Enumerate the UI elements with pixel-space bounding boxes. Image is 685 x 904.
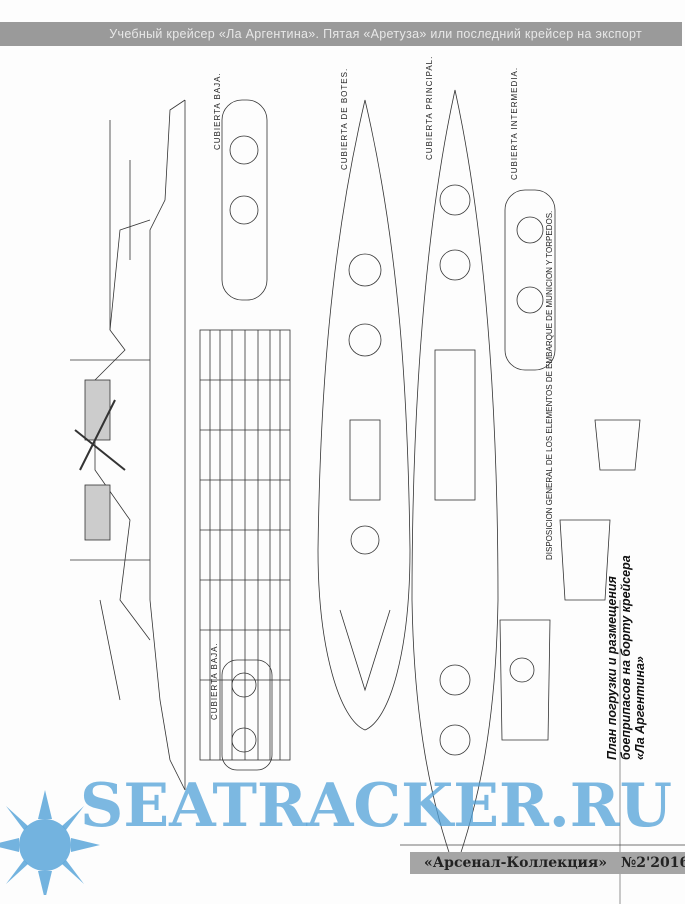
label-main-deck: CUBIERTA PRINCIPAL. — [425, 55, 434, 160]
ammunition-table — [199, 329, 291, 761]
label-boat-deck: CUBIERTA DE BOTES. — [340, 67, 349, 170]
running-header: Учебный крейсер «Ла Аргентина». Пятая «А… — [0, 22, 682, 46]
watermark: SEATRACKER.RU — [80, 771, 672, 841]
figure-caption: План погрузки и размещения боеприпасов н… — [605, 555, 647, 760]
label-lower-deck-top: CUBIERTA BAJA. — [213, 72, 222, 150]
lower-deck-plan-bottom — [221, 659, 273, 771]
page-footer: «Арсенал-Коллекция»№2'201647 — [410, 852, 685, 874]
boat-deck-plan — [317, 99, 411, 731]
issue-number: №2'2016 — [621, 855, 685, 871]
magazine-name: «Арсенал-Коллекция» — [424, 855, 608, 871]
label-intermediate-deck: CUBIERTA INTERMEDIA. — [510, 66, 519, 180]
label-general-arrangement: DISPOSICION GENERAL DE LOS ELEMENTOS DE … — [545, 210, 554, 560]
caption-line: «Ла Аргентина» — [633, 656, 647, 760]
caption-line: План погрузки и размещения — [605, 576, 619, 760]
side-elevation-drawing — [70, 99, 186, 791]
label-lower-deck-bottom: CUBIERTA BAJA. — [210, 642, 219, 720]
sun-logo-icon — [0, 790, 100, 895]
intermediate-deck-plan — [504, 189, 556, 371]
lower-deck-plan-top — [221, 99, 268, 301]
section-views — [499, 419, 641, 741]
main-deck-plan — [411, 89, 499, 872]
caption-line: боеприпасов на борту крейсера — [619, 555, 633, 760]
